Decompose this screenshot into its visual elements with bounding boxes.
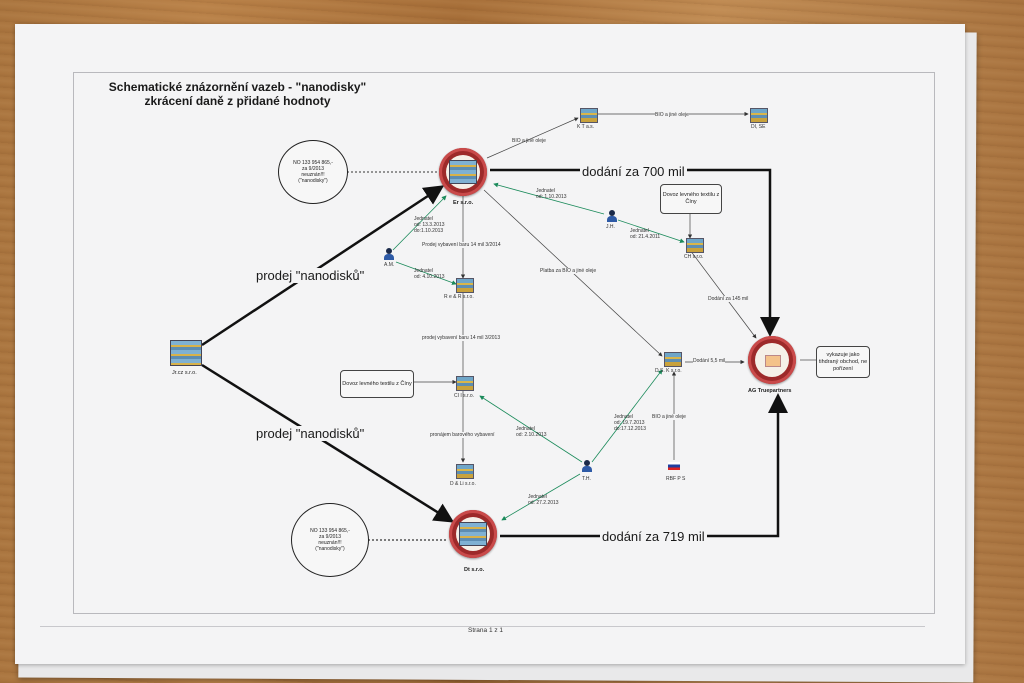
edge-label-jednatel-th-dt: Jednatel od: 27.2.2013 <box>528 494 559 506</box>
jednatel-jh-er-title: Jednatel <box>536 188 555 194</box>
edge-label-bio-er-kt: BIO a jiné oleje <box>512 138 546 144</box>
edge-jr-dt <box>201 363 455 523</box>
edge-th-ds <box>591 369 663 463</box>
edge-label-dodani-145: Dodání za 145 mil <box>708 296 749 302</box>
ellipse-bottom-line-3: neuznán!!! <box>318 540 342 546</box>
jednatel-am-er-from: od: 13.3.2013 <box>414 222 445 228</box>
edge-th-ci <box>479 395 583 463</box>
jednatel-th-ds-title: Jednatel <box>614 414 633 420</box>
ellipse-bottom-line-2: za 9/2013 <box>319 534 341 540</box>
edge-label-platba: Platba za BIO a jiné oleje <box>540 268 597 274</box>
label-jr: Jr.cz s.r.o. <box>172 370 197 376</box>
edge-label-jednatel-th-ci: Jednatel od: 2.10.2013 <box>516 426 547 438</box>
document-title: Schematické znázornění vazeb - "nanodisk… <box>85 80 390 108</box>
building-icon-di <box>750 108 768 123</box>
edge-label-dodani-700: dodání za 700 mil <box>580 164 687 179</box>
hub-ag <box>748 336 796 384</box>
edge-ch-ag <box>689 249 757 339</box>
jednatel-th-ds-to: do:17.12.2013 <box>614 426 646 432</box>
title-line-1: Schematické znázornění vazeb - "nanodisk… <box>108 80 367 94</box>
hub-dt <box>449 510 497 558</box>
edge-jh-ch <box>617 219 685 244</box>
label-kt: K T a.s. <box>577 124 595 130</box>
edge-th-dt <box>501 473 581 521</box>
hub-er <box>439 148 487 196</box>
edge-am-re <box>395 261 457 285</box>
diagram-frame <box>73 72 935 614</box>
ellipse-top-line-2: za 9/2013 <box>302 166 324 172</box>
jednatel-jh-ch-title: Jednatel <box>630 228 649 234</box>
jednatel-jh-er-from: od: 1.10.2013 <box>536 194 567 200</box>
edge-label-prodej-top: prodej "nanodisků" <box>254 268 367 283</box>
building-icon-ds <box>664 352 682 367</box>
ellipse-top-line-4: ("nanodisky") <box>298 178 328 184</box>
jednatel-am-re-from: od: 4.10.2013 <box>414 274 445 280</box>
ellipse-bottom-note: NO 133 954 865,- za 9/2013 neuznán!!! ("… <box>291 503 369 577</box>
edge-jh-er <box>493 182 605 215</box>
label-di: DI, SE <box>751 124 766 130</box>
jednatel-am-re-title: Jednatel <box>414 268 433 274</box>
building-icon-re <box>456 278 474 293</box>
jednatel-am-er-title: Jednatel <box>414 216 433 222</box>
label-dt: Dt s.r.o. <box>464 567 485 573</box>
jednatel-th-ci-from: od: 2.10.2013 <box>516 432 547 438</box>
title-line-2: zkrácení daně z přidané hodnoty <box>144 94 331 108</box>
edge-label-dodani-719: dodání za 719 mil <box>600 529 707 544</box>
person-icon-jh <box>607 210 617 222</box>
edge-label-jednatel-am-er: Jednatel od: 13.3.2013 do:1.10.2013 <box>414 216 445 234</box>
edge-label-bio-ds: BIO a jiné oleje <box>652 414 686 420</box>
ellipse-top-line-1: NO 133 954 865,- <box>293 160 333 166</box>
label-ds: D.S. K s.r.o. <box>655 368 682 374</box>
edge-am-er <box>392 195 447 251</box>
label-rbf: RBF P S <box>666 476 686 482</box>
edge-label-jednatel-jh-er: Jednatel od: 1.10.2013 <box>536 188 567 200</box>
jednatel-th-dt-title: Jednatel <box>528 494 547 500</box>
edge-label-prodej-vyb-1: Prodej vybavení baru 14 mil 3/2014 <box>422 242 501 248</box>
edge-label-bio-kt-di: BIO a jiné oleje <box>655 112 689 118</box>
edge-label-pronajem: pronájem barového vybavení <box>430 432 495 438</box>
ellipse-top-note: NO 133 954 865,- za 9/2013 neuznán!!! ("… <box>278 140 348 204</box>
ellipse-bottom-line-1: NO 133 954 865,- <box>310 528 350 534</box>
box-ag-note: vykazuje jako tihdraný obchod, ne poříze… <box>816 346 870 378</box>
building-icon-dl <box>456 464 474 479</box>
jednatel-th-ds-from: od: 19.7.2013 <box>614 420 645 426</box>
person-icon-th <box>582 460 592 472</box>
person-icon-am <box>384 248 394 260</box>
edge-dt-ag <box>500 393 788 538</box>
edge-label-jednatel-jh-ch: Jednatel od: 21.4.2011 <box>630 228 660 240</box>
label-ch: CH s.r.o. <box>684 254 704 260</box>
edge-label-prodej-bottom: prodej "nanodisků" <box>254 426 367 441</box>
jednatel-th-dt-from: od: 27.2.2013 <box>528 500 559 506</box>
label-th: T.H. <box>582 476 591 482</box>
label-dl: D & Li s.r.o. <box>450 481 476 487</box>
ellipse-bottom-line-4: ("nanodisky") <box>315 546 345 552</box>
building-icon-ch <box>686 238 704 253</box>
building-icon-ci <box>456 376 474 391</box>
label-am: A.M. <box>384 262 395 268</box>
box-dovoz-right: Dovoz levného textilu z Číny <box>660 184 722 214</box>
label-ci: CI I s.r.o. <box>454 393 475 399</box>
flag-icon-rbf <box>668 462 680 470</box>
label-jh: J.H. <box>606 224 615 230</box>
box-dovoz-left: Dovoz levného textilu z Číny <box>340 370 414 398</box>
jednatel-jh-ch-from: od: 21.4.2011 <box>630 234 661 240</box>
edge-jr-er <box>201 185 445 347</box>
label-re: R e & R s.r.o. <box>444 294 474 300</box>
page-footer: Strana 1 z 1 <box>468 627 504 634</box>
footer-divider <box>40 626 925 627</box>
jednatel-th-ci-title: Jednatel <box>516 426 535 432</box>
jednatel-am-er-to: do:1.10.2013 <box>414 228 444 234</box>
edge-label-jednatel-am-re: Jednatel od: 4.10.2013 <box>414 268 445 280</box>
edge-er-kt <box>486 117 579 159</box>
building-icon-jr <box>170 340 202 366</box>
label-er: Er s.r.o. <box>453 200 474 206</box>
building-icon-kt <box>580 108 598 123</box>
label-ag: AG Truepartners <box>748 388 792 394</box>
edge-label-dodani-55: Dodání 5,5 mil <box>693 358 726 364</box>
ellipse-top-line-3: neuznán!!! <box>301 172 325 178</box>
edge-label-jednatel-th-ds: Jednatel od: 19.7.2013 do:17.12.2013 <box>614 414 646 432</box>
edge-label-prodej-vyb-2: prodej vybavení baru 14 mil 3/2013 <box>422 335 501 341</box>
